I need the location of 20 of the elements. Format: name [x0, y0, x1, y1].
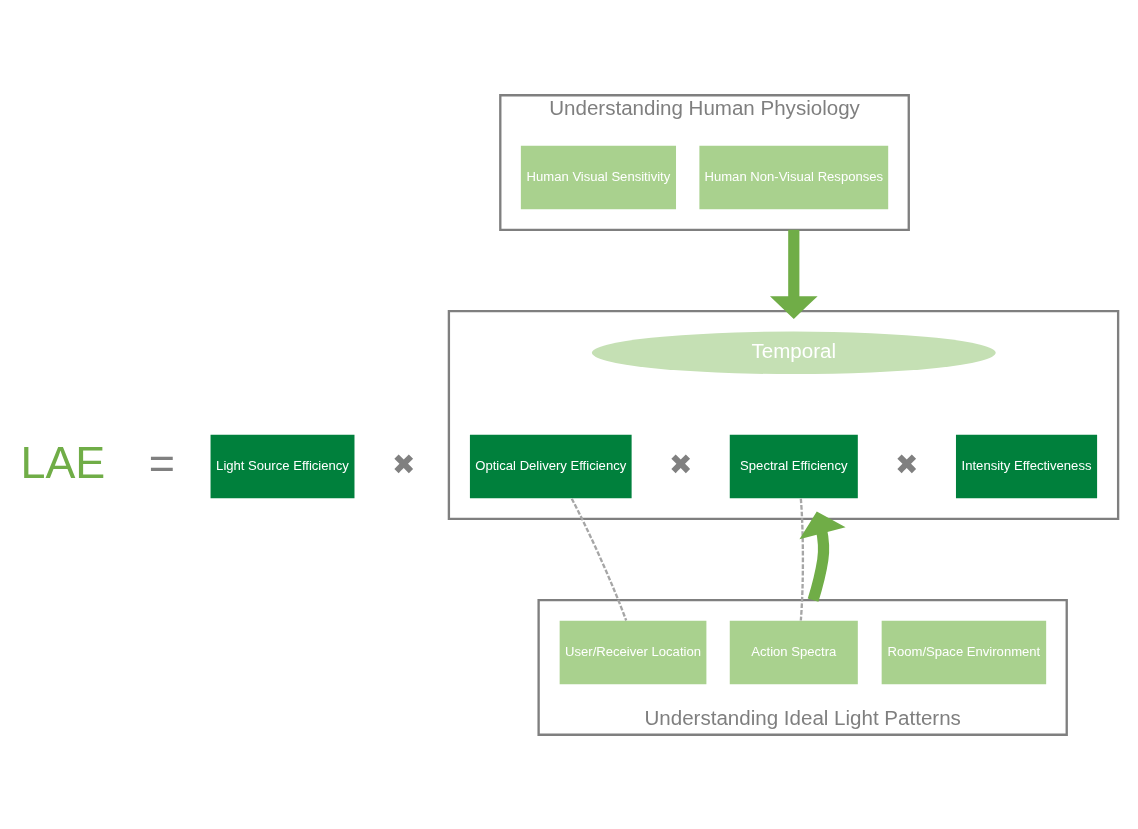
node-box: Room/Space Environment [881, 620, 1047, 684]
node-box: Human Visual Sensitivity [520, 145, 676, 209]
connector [799, 498, 805, 621]
node-box: Human Non-Visual Responses [699, 145, 889, 209]
node-box: Intensity Effectiveness [955, 434, 1098, 498]
node-box: Light Source Efficiency [210, 434, 355, 498]
node-box: User/Receiver Location [559, 620, 707, 684]
label: ✖ [669, 448, 693, 480]
node-box: Action Spectra [729, 620, 858, 684]
label: = [148, 436, 176, 488]
node-box: Optical Delivery Efficiency [469, 434, 632, 498]
label: ✖ [895, 448, 919, 480]
node-box: Spectral Efficiency [729, 434, 858, 498]
label: LAE [20, 436, 106, 488]
label: ✖ [391, 448, 415, 480]
arrow [769, 229, 818, 319]
arrow [799, 510, 846, 602]
cluster [447, 309, 1120, 520]
node-ellipse: Temporal [591, 331, 996, 374]
connector [570, 497, 628, 621]
